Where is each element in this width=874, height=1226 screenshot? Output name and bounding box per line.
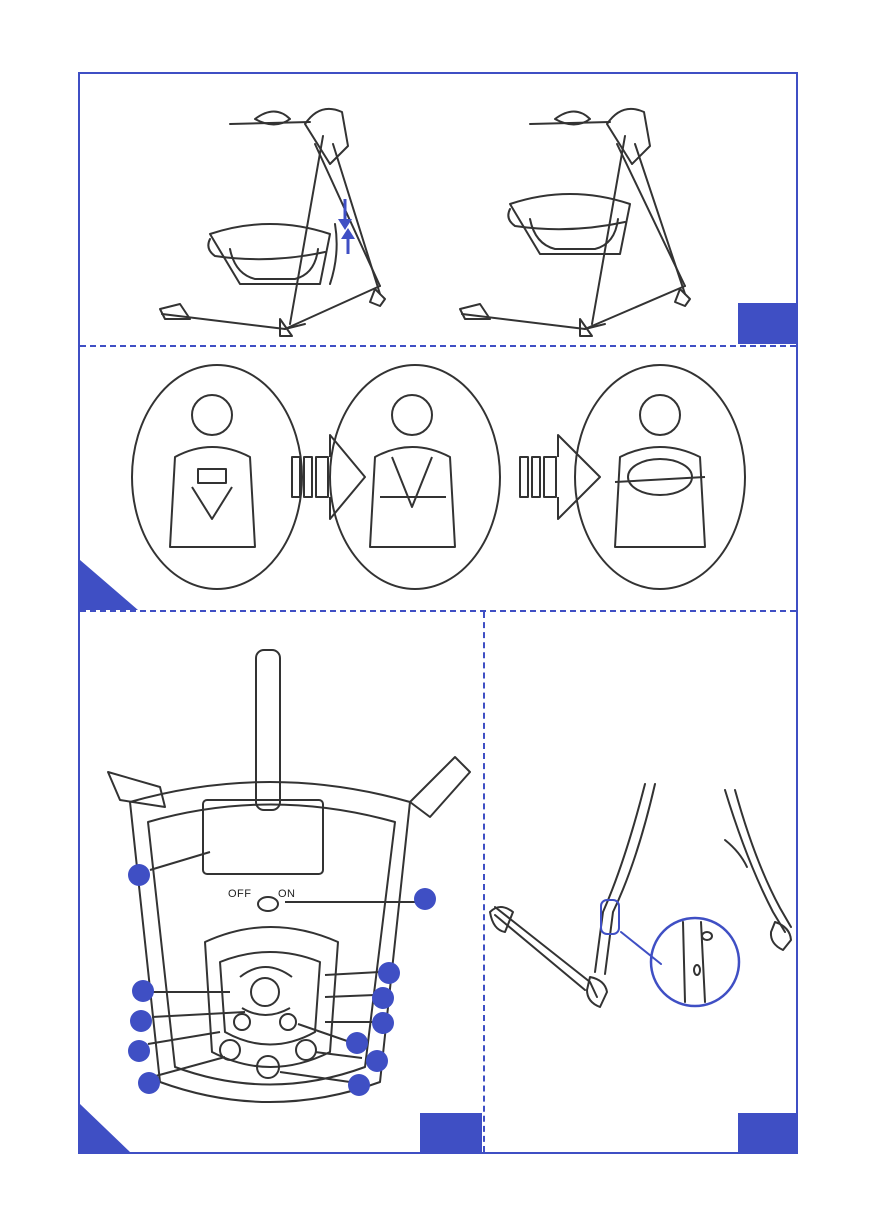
- swing-frame-icon: [80, 74, 796, 344]
- callout-dot: [366, 1050, 388, 1072]
- callout-dot: [132, 980, 154, 1002]
- callout-dot: [378, 962, 400, 984]
- callout-dot: [372, 987, 394, 1009]
- baby-seat-icon: [80, 347, 796, 609]
- callout-dot: [128, 1040, 150, 1062]
- switch-on-label: ON: [278, 888, 296, 900]
- callout-dot: [372, 1012, 394, 1034]
- leg-connector-icon: [485, 612, 796, 1152]
- switch-off-label: OFF: [228, 888, 252, 900]
- leg-connector-section: [485, 612, 796, 1152]
- callout-dot: [346, 1032, 368, 1054]
- control-panel-section: OFF ON: [80, 612, 482, 1152]
- callout-dot: [414, 888, 436, 910]
- callout-dot: [138, 1072, 160, 1094]
- callout-dot: [348, 1074, 370, 1096]
- harness-steps-section: [80, 347, 796, 609]
- callout-dot: [130, 1010, 152, 1032]
- swing-assembly-section: [80, 74, 796, 344]
- callout-dot: [128, 864, 150, 886]
